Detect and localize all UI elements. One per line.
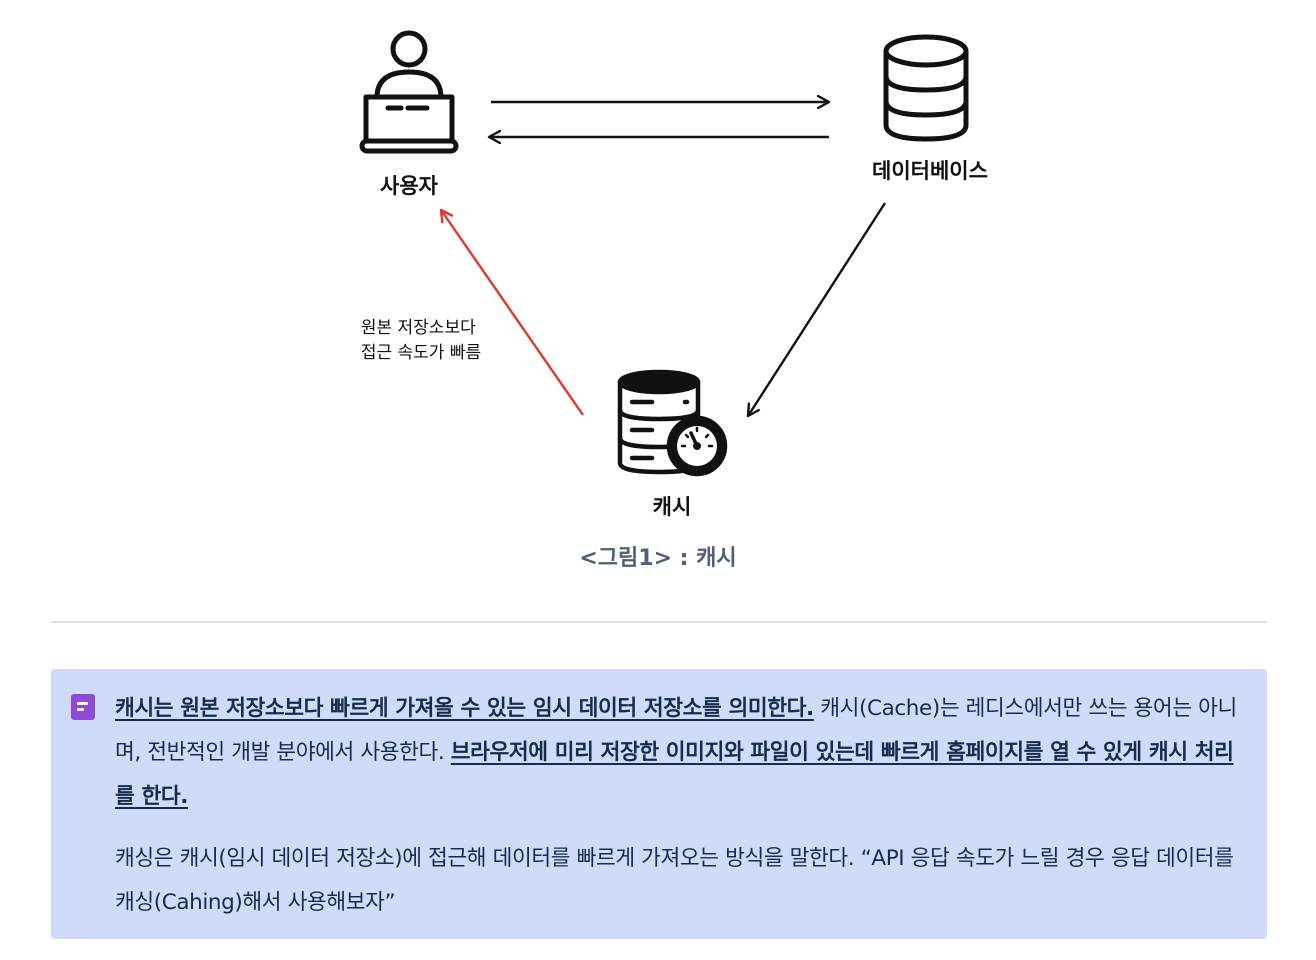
edge-database-to-cache [748,202,887,416]
edge-label-line2: 접근 속도가 빠름 [361,343,481,363]
note-icon [71,694,95,720]
user-node-label: 사용자 [380,174,439,198]
note-highlight-1: 캐시는 원본 저장소보다 빠르게 가져올 수 있는 임시 데이터 저장소를 의미… [115,696,814,721]
note-text-1: 캐시(Cache)는 레디스에서만 쓰는 용어는 아니며, 전반적인 개발 분야… [115,696,1237,765]
user-laptop-icon [359,30,459,154]
edge-label: 원본 저장소보다 접근 속도가 빠름 [361,318,481,363]
cache-node-label: 캐시 [653,495,692,519]
note-highlight-2: 브라우저에 미리 저장한 이미지와 파일이 있는데 빠르게 홈페이지를 열 수 … [115,740,1234,809]
note-paragraph-2: 캐싱은 캐시(임시 데이터 저장소)에 접근해 데이터를 빠르게 가져오는 방식… [115,846,1234,915]
edge-label-line1: 원본 저장소보다 [361,318,476,338]
figure-caption: <그림1> : 캐시 [579,546,737,571]
divider [51,621,1267,623]
note-paragraph-1: 캐시는 원본 저장소보다 빠르게 가져올 수 있는 임시 데이터 저장소를 의미… [115,687,1243,819]
note-panel: 캐시는 원본 저장소보다 빠르게 가져올 수 있는 임시 데이터 저장소를 의미… [51,669,1267,939]
database-icon [883,34,969,142]
cache-diagram: 사용자 데이터베이스 캐시 원본 저장소보다 접근 속도가 빠름 [359,30,988,519]
cache-server-gauge-icon [617,369,728,477]
database-node-label: 데이터베이스 [872,159,988,183]
edge-cache-to-user [441,210,584,416]
